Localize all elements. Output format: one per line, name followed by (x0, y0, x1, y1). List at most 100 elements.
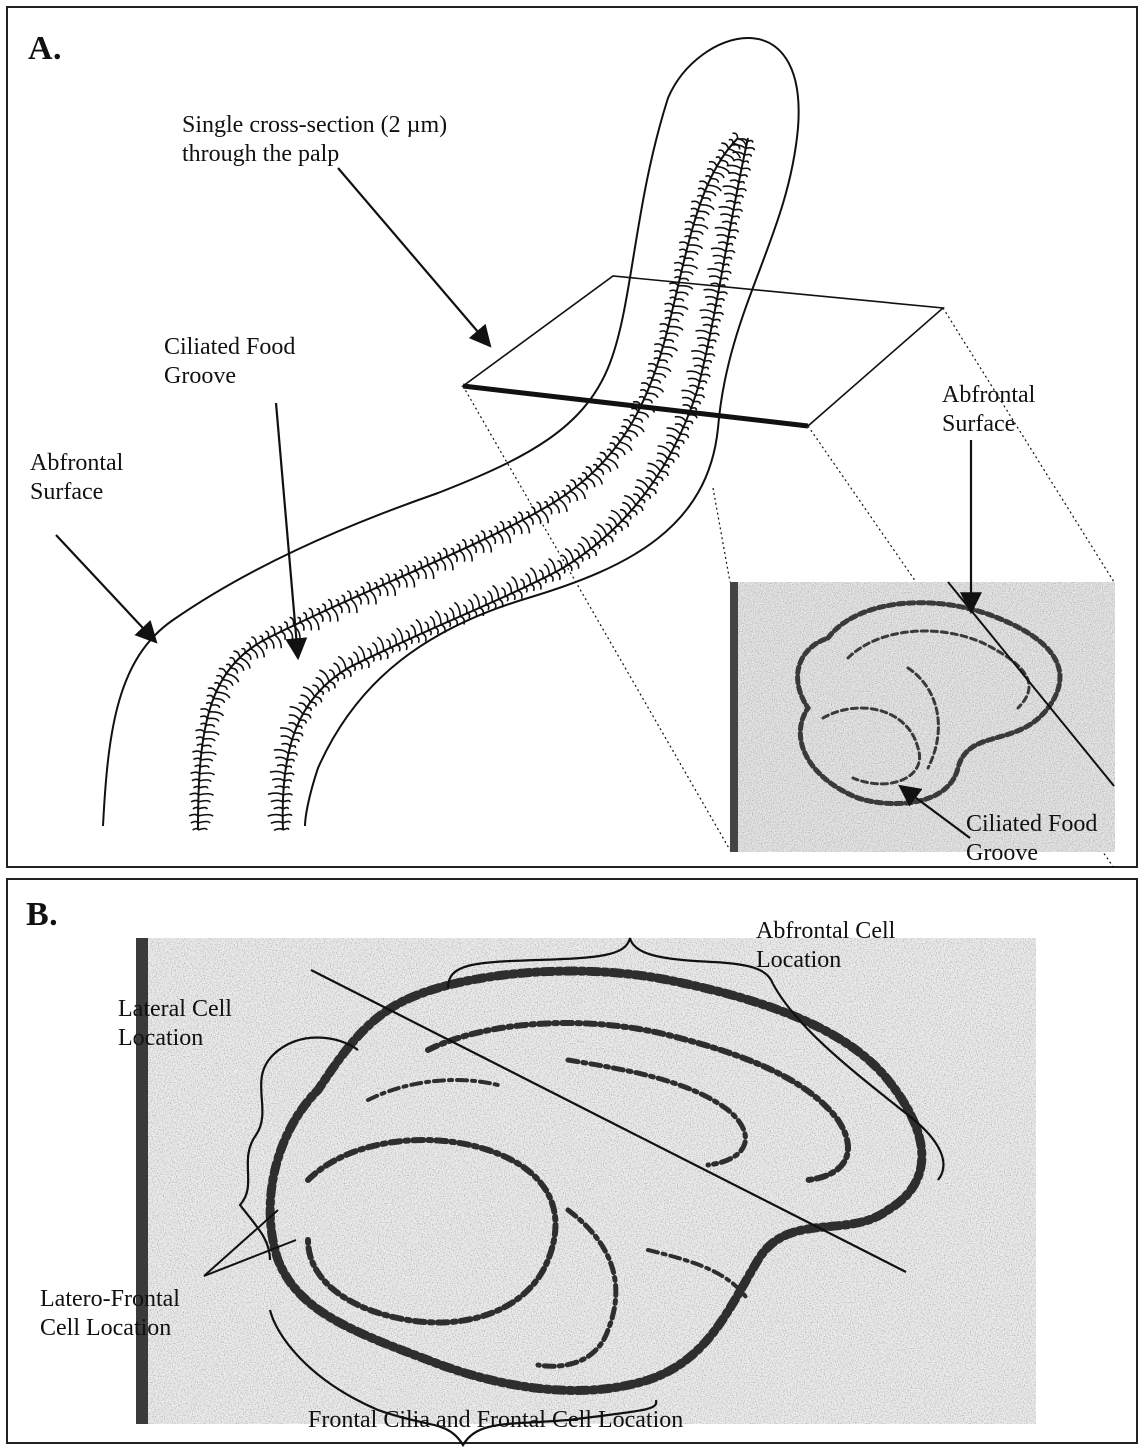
cilium (733, 133, 738, 138)
cilium (619, 433, 624, 436)
cilium (704, 289, 719, 292)
cilium (393, 574, 396, 579)
cilium (190, 793, 199, 795)
cilium (694, 365, 703, 368)
cilium (340, 673, 344, 679)
cilium (193, 829, 198, 831)
cilium (675, 299, 684, 302)
cilium (399, 570, 402, 577)
cilium (721, 143, 728, 149)
cilium (670, 319, 679, 322)
cilium (741, 168, 750, 170)
cilium (702, 198, 710, 201)
cilium (648, 364, 657, 367)
cilium (713, 173, 724, 179)
cilium (726, 201, 735, 204)
cilium (699, 181, 707, 185)
cilium (547, 507, 552, 515)
cilium (713, 319, 720, 321)
cilium (425, 622, 429, 630)
cilium (281, 744, 290, 747)
cilium (301, 695, 311, 702)
cilium (678, 286, 693, 290)
cilium (728, 237, 735, 239)
cilium (526, 512, 529, 517)
cilium (631, 511, 637, 516)
cilium (206, 725, 215, 727)
cilium (277, 765, 286, 767)
cilium (675, 424, 683, 428)
cilium (660, 338, 665, 340)
cilium (553, 503, 559, 513)
cilium (405, 566, 409, 574)
cilium (691, 351, 706, 355)
cilium (715, 228, 730, 231)
cilium (193, 786, 198, 788)
cilium (286, 766, 291, 768)
cilium (705, 176, 710, 179)
cross-section-plane (463, 276, 943, 426)
cilium (611, 453, 618, 459)
cilium (667, 428, 681, 434)
cilium (357, 596, 361, 604)
cilium (336, 600, 339, 605)
cilium (700, 381, 707, 383)
cilium (271, 822, 283, 824)
cilium (686, 421, 693, 424)
cilium (408, 574, 414, 588)
cilium (556, 572, 560, 580)
cilium (666, 443, 674, 447)
label-food-groove-inset: Ciliated Food Groove (966, 810, 1097, 868)
cross-section-cut (463, 386, 808, 426)
cilium (654, 351, 661, 354)
cilium (338, 605, 342, 613)
cilium (675, 417, 686, 422)
cilium (297, 726, 302, 729)
cilium (668, 459, 674, 463)
cilium (691, 208, 698, 211)
cilium (701, 317, 713, 320)
cilium (372, 643, 377, 654)
cilium (562, 491, 565, 496)
cilium (234, 651, 240, 658)
cilium (631, 408, 637, 412)
cilium (260, 636, 263, 641)
cilium (660, 324, 669, 327)
cilium (508, 522, 511, 527)
cilium (443, 548, 447, 556)
cilium (268, 815, 283, 817)
cilium (683, 265, 698, 269)
cilium (640, 500, 644, 503)
cilium (198, 808, 207, 810)
cilium (658, 446, 671, 453)
cilium (704, 361, 711, 363)
cilium (250, 649, 257, 659)
cilium (716, 157, 721, 160)
cilium (191, 800, 198, 802)
cilium (635, 418, 643, 422)
cilium (319, 691, 323, 695)
cilium (721, 278, 728, 280)
cilium (520, 579, 524, 587)
cilium (448, 622, 451, 627)
cilium (544, 565, 550, 576)
cilium (366, 582, 370, 590)
cilium (657, 367, 671, 372)
cilium (697, 195, 702, 198)
cilium (240, 658, 250, 669)
cilium (386, 640, 390, 648)
cilium (689, 385, 698, 388)
cilium (329, 682, 335, 689)
cilium (698, 211, 709, 215)
cilium (207, 718, 219, 721)
cilium (199, 794, 214, 796)
cilium (621, 426, 627, 430)
cilium (275, 635, 282, 649)
cilium (730, 230, 739, 232)
cilium (435, 628, 438, 635)
label-abfrontal-cell: Abfrontal Cell Location (756, 917, 895, 975)
cilium (289, 715, 300, 720)
cilium (454, 619, 457, 626)
cilium (549, 497, 553, 503)
cilium (531, 585, 535, 592)
